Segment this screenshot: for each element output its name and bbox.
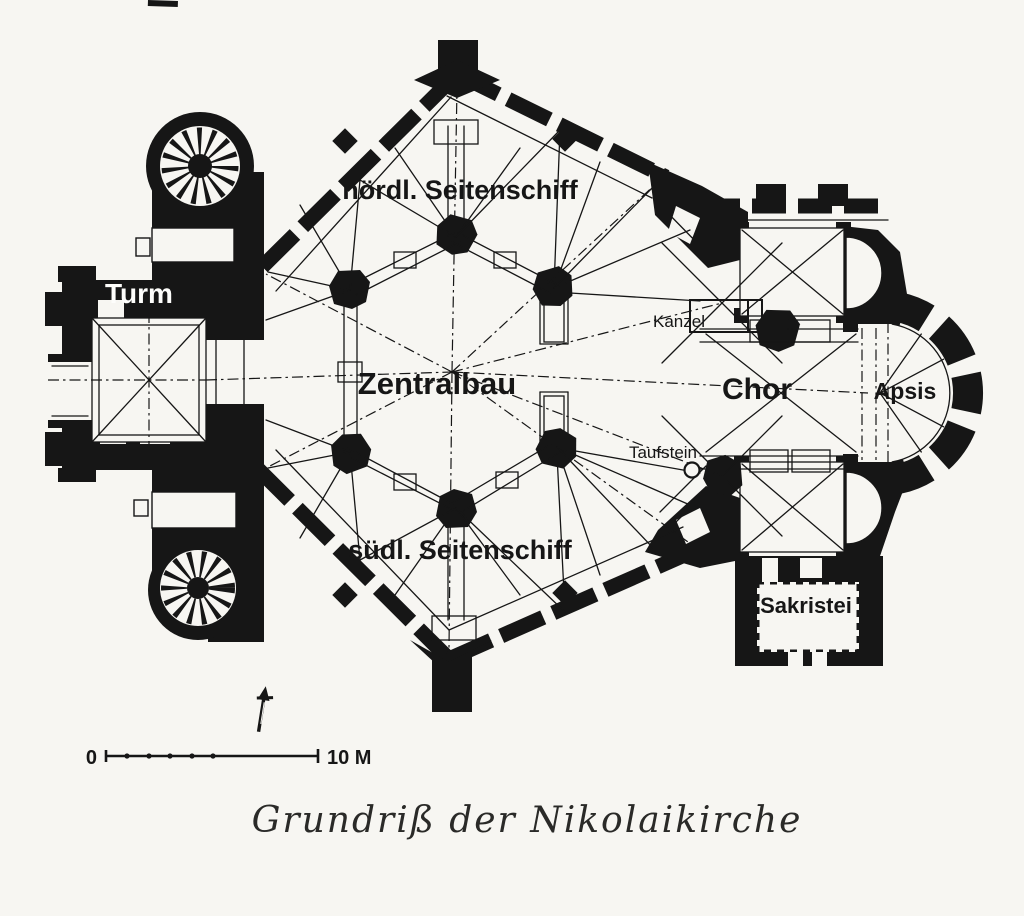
scan-artifact (147, 0, 178, 8)
label-north-aisle: nördl. Seitenschiff (342, 175, 579, 205)
label-choir: Chor (722, 373, 792, 406)
baptismal-font-circle (683, 461, 701, 479)
scale-bar: 0 10 M (86, 747, 372, 769)
label-pulpit: Kanzel (653, 312, 705, 331)
north-spiral-stair (160, 126, 240, 206)
sacristy-crenellated-wall (754, 579, 862, 655)
scale-end-label: 10 M (327, 747, 371, 769)
scale-start-label: 0 (86, 747, 97, 769)
vault-ribs-and-axes (48, 87, 951, 649)
label-turm: Turm (105, 278, 173, 309)
label-central-hall: Zentralbau (358, 366, 516, 401)
label-apse: Apsis (874, 378, 937, 404)
label-south-aisle: südl. Seitenschiff (348, 535, 573, 565)
north-arrow-icon (256, 686, 274, 732)
label-baptismal-font: Taufstein (629, 443, 697, 462)
pulpit-outline (689, 299, 763, 333)
label-sacristy: Sakristei (760, 593, 852, 618)
caption: Grundriß der Nikolaikirche (252, 800, 803, 841)
south-spiral-stair (160, 550, 236, 626)
